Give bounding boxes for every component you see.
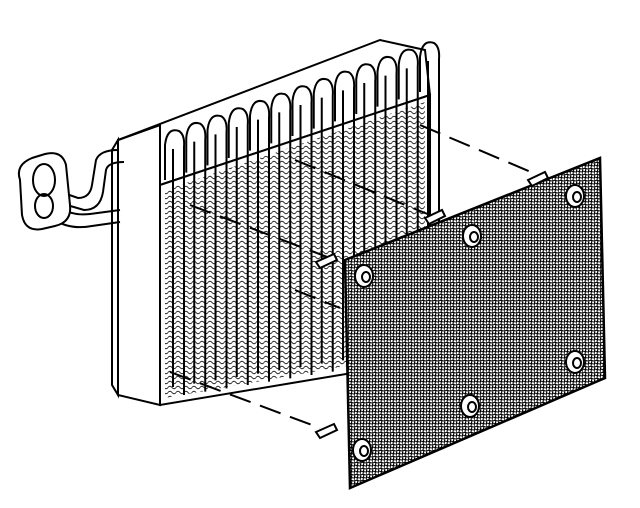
core-tube	[419, 41, 441, 355]
pipe-port-lower	[34, 193, 54, 219]
screen-grommet-hole	[467, 401, 477, 413]
core-tubes	[164, 41, 441, 395]
screen-grommet-hole	[359, 445, 369, 457]
core-tube	[270, 92, 292, 379]
core-end-tank-face	[111, 136, 119, 399]
core-tube	[355, 63, 377, 365]
clip-tab	[423, 208, 447, 226]
screen-grommet-hole	[469, 231, 479, 243]
core-tube	[164, 129, 186, 395]
core-tube	[312, 78, 334, 372]
clip-tab	[314, 422, 339, 440]
alignment-line	[419, 124, 546, 179]
alignment-line	[189, 204, 331, 259]
core-tube	[249, 100, 271, 382]
screen-mesh	[343, 156, 607, 490]
pipe-fitting	[17, 152, 72, 231]
clip-tab	[314, 252, 339, 270]
alignment-lines	[169, 124, 546, 429]
alignment-line	[169, 371, 321, 429]
screen-grommet-hole	[361, 271, 371, 283]
screen-grommet-hole	[572, 191, 582, 203]
refrigerant-pipes	[17, 149, 125, 231]
pipe-upper	[54, 149, 119, 200]
pipe-port-upper	[32, 163, 56, 197]
core-tube	[334, 70, 356, 369]
core-end-tank	[117, 123, 161, 407]
core-tube	[397, 48, 419, 359]
filter-screen	[343, 156, 607, 490]
alignment-line	[294, 159, 431, 216]
core-tube	[185, 122, 207, 392]
core-tube	[376, 56, 398, 362]
screen-grommet-hole	[572, 357, 582, 369]
core-tube	[206, 114, 228, 389]
pipe-upper-inner	[59, 161, 125, 212]
clip-tab	[526, 170, 550, 188]
alignment-line	[294, 289, 341, 309]
core-tube	[291, 85, 313, 375]
core-tube	[227, 107, 249, 385]
screen-clips	[352, 184, 585, 462]
core-clip-tabs	[314, 170, 550, 440]
